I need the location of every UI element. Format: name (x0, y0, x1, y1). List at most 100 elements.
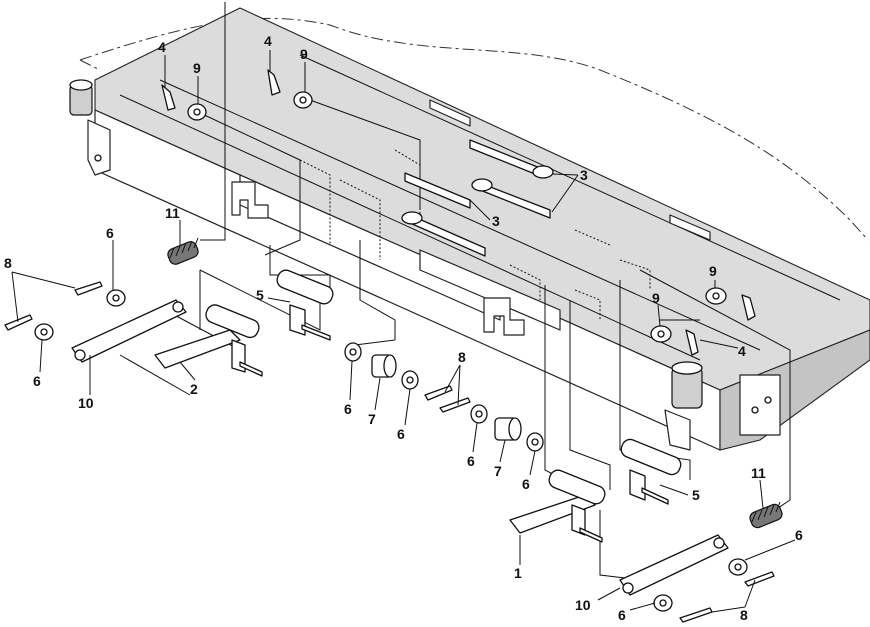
pin-lower (401, 172, 486, 257)
leader-7b (499, 439, 506, 463)
hidden-line-4 (509, 264, 541, 300)
roller-right-face (508, 417, 522, 441)
leader-6g (744, 539, 796, 561)
lever-1-tube (548, 469, 606, 505)
lever-1-pin (579, 527, 603, 543)
washer-6-right-top-hole (734, 563, 742, 571)
hidden-line-5 (574, 289, 601, 320)
washer-6-left-bottom-hole (40, 328, 48, 336)
left-hinge-hole (94, 154, 102, 162)
link-right (619, 534, 729, 596)
leader-3a (551, 173, 579, 213)
explode-line-4 (199, 269, 321, 331)
callout-6-right-bottom: 6 (618, 607, 626, 623)
rollers (371, 354, 522, 441)
hair-pin-right (741, 294, 756, 321)
pin-lower-shaft-upper (404, 172, 471, 209)
clevis-pin-center-a (424, 385, 453, 401)
washer-9-mid-hole (299, 96, 307, 104)
leader-3b (469, 199, 491, 221)
washer-9-right-lower-hole (657, 330, 665, 338)
leader-6f (529, 450, 536, 476)
leader-9d (657, 304, 661, 327)
pivot-right-tab (629, 469, 646, 501)
washer-6-center-a-hole (349, 348, 357, 356)
right-end-hole-2 (764, 396, 772, 404)
frame-tab-right (669, 214, 711, 241)
callout-6-left-top: 6 (106, 225, 114, 241)
link-right-hole-a (622, 582, 634, 594)
lever-2-pin (239, 361, 263, 377)
callout-9-left: 9 (193, 60, 201, 76)
lever-1-tab (571, 504, 586, 536)
left-hinge-top (69, 79, 93, 91)
right-end-plate (739, 374, 781, 436)
leader-6d (404, 388, 411, 426)
frame-crossbar-2 (419, 249, 561, 331)
pivot-right-pin (641, 487, 669, 505)
callout-3-upper: 3 (580, 167, 588, 183)
washer-6-center-d-hole (531, 438, 539, 446)
pin-middle (471, 178, 551, 219)
link-right-hole-b (713, 537, 725, 549)
callout-5-left: 5 (256, 287, 264, 303)
clevis-pins (4, 281, 775, 623)
washer-6-center-c-hole (475, 410, 483, 418)
callout-6-center-c: 6 (467, 453, 475, 469)
right-hinge-top (671, 361, 703, 375)
pins (401, 139, 554, 257)
explode-line-9 (569, 300, 611, 490)
callout-labels: 4 9 4 9 3 3 11 6 8 5 6 10 2 8 6 7 6 6 7 … (4, 33, 803, 623)
callout-9-right-lower: 9 (652, 290, 660, 306)
pivot-right-tube (620, 438, 682, 476)
pivot-right (620, 438, 682, 505)
clevis-pin-right-bottom (679, 607, 713, 623)
callout-6-left-bottom: 6 (33, 373, 41, 389)
pin-upper (469, 139, 554, 179)
explode-line-6 (359, 240, 396, 340)
callout-6-center-d: 6 (522, 476, 530, 492)
hair-pin-mid-top (267, 69, 281, 96)
hair-pin-left-top (161, 84, 176, 111)
right-hinge-bracket (664, 409, 691, 451)
clevis-pin-left-top (74, 281, 103, 296)
clevis-pin-center-b (439, 397, 471, 413)
callout-8-center: 8 (458, 349, 466, 365)
leader-10b (597, 587, 621, 601)
pin-lower-head (401, 211, 423, 225)
callout-2: 2 (190, 381, 198, 397)
lever-2-arm (154, 329, 241, 369)
callout-10-right: 10 (575, 597, 591, 613)
leader-6b (39, 339, 43, 373)
clevis-pin-left-bottom (4, 314, 33, 331)
washer-9-left-hole (193, 108, 201, 116)
leader-5a (267, 297, 291, 303)
machine-frame (69, 7, 870, 451)
callout-7-right: 7 (494, 463, 502, 479)
callout-4-left: 4 (158, 39, 166, 55)
callout-11-left: 11 (165, 205, 180, 221)
leader-8b (444, 364, 461, 406)
spring-left-coil (167, 241, 199, 265)
leader-2 (179, 361, 196, 381)
leader-8a (11, 271, 76, 323)
hidden-lines (299, 149, 651, 320)
callout-1: 1 (514, 565, 522, 581)
pin-middle-head (471, 178, 493, 192)
links (71, 299, 729, 596)
lever-2 (154, 304, 263, 377)
left-hinge-bracket (87, 119, 111, 176)
leader-11b (759, 479, 764, 509)
explode-line-1 (200, 2, 226, 241)
callout-4-right: 4 (738, 343, 746, 359)
lever-2-tube (205, 304, 260, 339)
frame-clamp-right (483, 297, 525, 336)
right-end-hole (751, 406, 759, 414)
pivot-left (276, 269, 334, 341)
callout-6-center-b: 6 (397, 426, 405, 442)
explode-line-12 (599, 510, 626, 579)
washer-6-center-b-hole (406, 376, 414, 384)
frame-clamp-left (231, 181, 269, 219)
